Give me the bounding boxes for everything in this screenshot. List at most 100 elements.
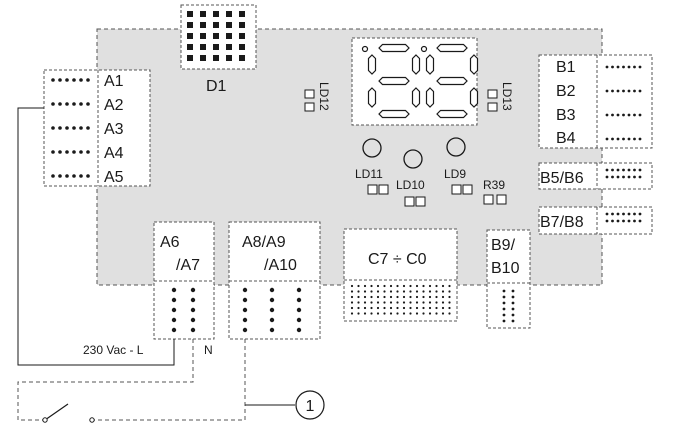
pin xyxy=(72,174,76,178)
pin xyxy=(396,295,399,299)
pin xyxy=(200,11,206,17)
pin xyxy=(611,65,614,69)
pin xyxy=(79,174,83,178)
label-b2: B2 xyxy=(556,83,576,100)
display-dot-right xyxy=(420,45,428,53)
pin xyxy=(638,65,642,69)
pin xyxy=(622,219,625,223)
pin xyxy=(376,295,380,299)
pin xyxy=(409,301,412,304)
pin xyxy=(638,219,642,223)
label-b10: B10 xyxy=(491,260,520,277)
pin xyxy=(428,295,432,299)
pin xyxy=(370,290,373,293)
pin xyxy=(350,284,354,288)
pin xyxy=(239,11,245,17)
pin xyxy=(226,44,232,50)
pin xyxy=(611,212,614,216)
pin xyxy=(200,55,206,61)
pin xyxy=(622,137,625,141)
pin xyxy=(622,113,625,117)
pin xyxy=(511,289,515,293)
pin xyxy=(415,295,419,299)
pin xyxy=(435,306,438,310)
pin xyxy=(239,44,245,50)
button-center xyxy=(403,149,423,169)
pin xyxy=(422,312,425,315)
pin xyxy=(226,11,232,17)
pin xyxy=(86,78,90,82)
pin xyxy=(376,306,380,310)
pin xyxy=(415,312,419,315)
pin xyxy=(383,295,386,299)
pin xyxy=(502,301,506,305)
pin xyxy=(511,295,515,299)
pin xyxy=(357,290,360,293)
pin xyxy=(435,301,438,304)
pin xyxy=(383,301,386,304)
pin xyxy=(633,219,636,223)
pin xyxy=(402,306,406,310)
pin xyxy=(296,317,302,323)
connector-b5-b6: B5/B6 xyxy=(538,162,653,190)
pin xyxy=(611,89,614,93)
pin xyxy=(190,317,196,323)
pin xyxy=(187,33,193,39)
pin xyxy=(72,150,76,154)
led-ld10: LD10 xyxy=(396,178,426,207)
pin xyxy=(72,78,76,82)
pin xyxy=(389,312,393,315)
label-ld13: LD13 xyxy=(500,82,514,111)
connector-a1-a5: A1 A2 A3 A4 A5 xyxy=(43,69,151,187)
pin xyxy=(242,317,248,323)
pin xyxy=(605,137,609,141)
pin xyxy=(51,150,55,154)
pin xyxy=(605,219,609,223)
pin xyxy=(58,102,62,106)
pin xyxy=(389,295,393,299)
pin xyxy=(409,284,412,288)
pin xyxy=(187,55,193,61)
pin xyxy=(350,295,354,299)
label-ld9: LD9 xyxy=(444,167,466,181)
label-a10: /A10 xyxy=(264,257,297,274)
pin xyxy=(383,312,386,315)
wire-line-l xyxy=(17,107,175,366)
pin xyxy=(383,290,386,293)
pin xyxy=(370,301,373,304)
pin xyxy=(611,137,614,141)
pin xyxy=(171,317,177,323)
pin xyxy=(389,284,393,288)
pin xyxy=(435,312,438,315)
connector-c7-c0: C7 ÷ C0 xyxy=(343,228,458,322)
pin xyxy=(51,102,55,106)
pin xyxy=(396,301,399,304)
pin xyxy=(428,312,432,315)
pin xyxy=(502,289,506,293)
connector-d1: D1 xyxy=(180,4,257,95)
pin xyxy=(58,78,62,82)
pin xyxy=(611,175,614,179)
connector-a6-a7: A6 /A7 xyxy=(153,221,215,340)
pin xyxy=(171,287,177,293)
pin xyxy=(363,301,367,304)
switch-symbol xyxy=(42,403,95,423)
pin xyxy=(363,295,367,299)
label-b1: B1 xyxy=(556,59,576,76)
label-a6: A6 xyxy=(160,234,180,251)
wire-a8 xyxy=(92,339,246,421)
pin xyxy=(79,78,83,82)
button-left xyxy=(362,138,382,158)
pin xyxy=(616,65,620,69)
label-d1: D1 xyxy=(206,78,227,95)
pin xyxy=(376,284,380,288)
pin xyxy=(242,327,248,333)
pin xyxy=(389,301,393,304)
connector-a8-a10: A8/A9 /A10 xyxy=(228,221,321,340)
pin xyxy=(171,307,177,313)
pin xyxy=(389,306,393,310)
pin xyxy=(200,22,206,28)
pin xyxy=(611,113,614,117)
pin xyxy=(269,327,275,333)
